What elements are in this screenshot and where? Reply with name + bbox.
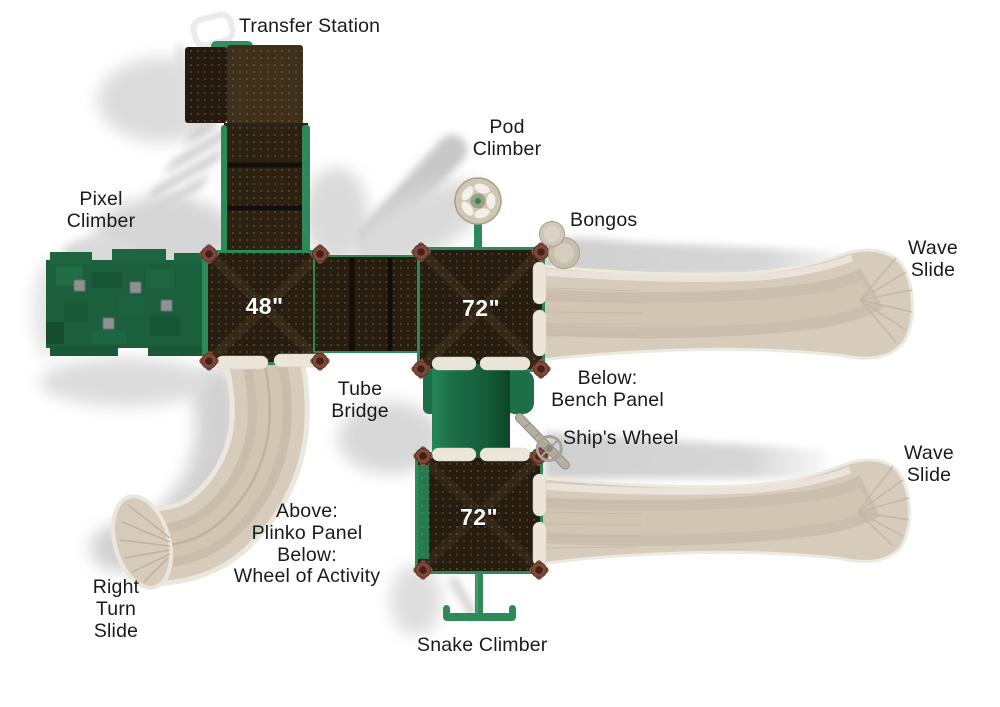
label-pod-climber: Pod Climber <box>472 116 542 160</box>
label-plinko-panel: Above: Plinko Panel Below: Wheel of Acti… <box>233 500 381 588</box>
tube-bridge-deck <box>313 255 427 353</box>
stair-climber <box>221 123 310 255</box>
label-tube-bridge: Tube Bridge <box>331 378 389 422</box>
ships-wheel-shape <box>514 413 570 470</box>
label-bongos: Bongos <box>570 209 638 231</box>
deck-72-upper-size: 72" <box>462 295 500 321</box>
label-ships-wheel: Ship's Wheel <box>563 427 679 449</box>
transfer-station-structure <box>185 11 303 125</box>
label-pixel-climber: Pixel Climber <box>66 188 136 232</box>
label-bench-panel: Below: Bench Panel <box>551 367 664 411</box>
label-wave-slide-bottom: Wave Slide <box>904 442 954 486</box>
label-right-turn-slide: Right Turn Slide <box>92 576 140 642</box>
snake-climber-shape <box>443 566 516 621</box>
deck-48-size: 48" <box>245 293 284 319</box>
wave-slide-lower-shape <box>540 458 911 566</box>
pixel-climber-structure <box>46 249 210 356</box>
label-transfer-station: Transfer Station <box>239 15 381 37</box>
deck-72-lower <box>415 452 544 574</box>
deck-72-lower-size: 72" <box>460 504 498 530</box>
label-wave-slide-top: Wave Slide <box>908 237 958 281</box>
deck-48 <box>205 250 324 365</box>
pod-climber-shape <box>454 177 502 256</box>
crawl-tunnel <box>423 364 534 458</box>
bongos-shape <box>539 221 580 269</box>
right-turn-slide-shape <box>110 326 310 590</box>
deck-72-upper <box>417 247 545 372</box>
deck-curbs <box>215 261 547 567</box>
label-snake-climber: Snake Climber <box>417 634 548 656</box>
wave-slide-upper-shape <box>540 248 914 362</box>
